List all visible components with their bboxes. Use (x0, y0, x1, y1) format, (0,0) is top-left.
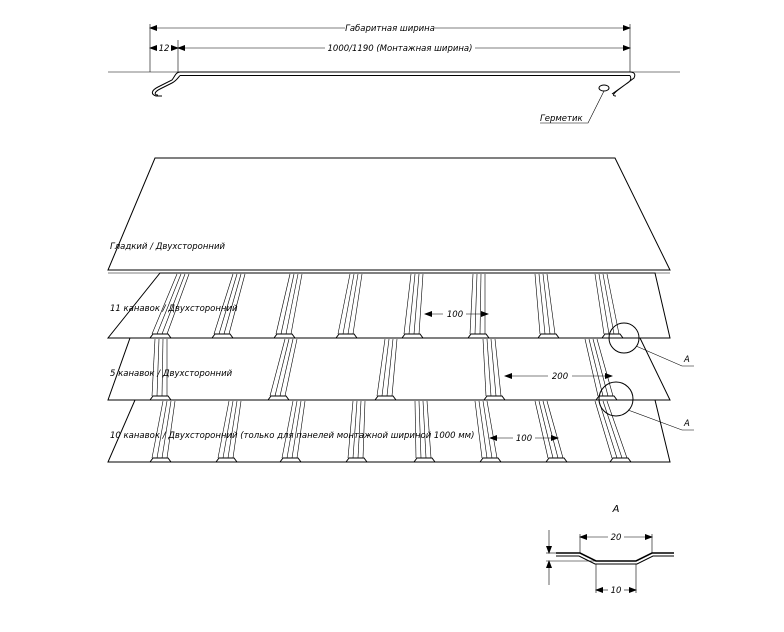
sheet-11-rib (594, 273, 624, 339)
sheet-11-rib (401, 273, 424, 339)
overall-width-label: Габаритная ширина (345, 24, 435, 34)
sheet-5-rib (149, 338, 172, 401)
sheet-5-rib (584, 338, 618, 401)
callout-circle-lower (598, 381, 634, 417)
detail-callouts: A A (598, 322, 694, 431)
sheet-5-rib (374, 338, 398, 401)
sheet-11-grooves-ribs (149, 273, 624, 339)
sheet-11-grooves-label: 11 канавок / Двухсторонний (110, 304, 238, 314)
sheet-10-rib (345, 400, 368, 463)
sheet-11-grooves (106, 272, 671, 339)
sheet-10-grooves-ribs (149, 400, 632, 463)
sheet-11-rib (211, 273, 246, 339)
sheet-5-grooves (107, 337, 671, 401)
sealant-shape (598, 84, 610, 92)
sheet-11-rib (149, 273, 190, 339)
sheet-10-rib (474, 400, 502, 463)
sheets-stack: Гладкий / Двухсторонний 11 канавок / Дву… (106, 157, 671, 463)
sheet-5-grooves-label: 5 канавок / Двухсторонний (110, 369, 233, 379)
detail-a-groove-profile (556, 552, 674, 562)
sheet-10-rib (413, 400, 436, 463)
sheet-11-rib (534, 273, 560, 339)
callout-label-upper: A (683, 355, 690, 365)
sheet-10-rib (594, 400, 632, 463)
sheet-5-pitch-label: 200 (552, 372, 568, 382)
sealant-label: Герметик (540, 114, 583, 124)
detail-a-groove-profile-inner (556, 555, 674, 565)
sheet-5-rib (267, 338, 298, 401)
callout-leader-lower (627, 409, 694, 431)
callout-circle-upper (608, 322, 640, 354)
sheet-smooth-label: Гладкий / Двухсторонний (110, 242, 225, 252)
sheet-11-rib (335, 273, 363, 339)
sheet-10-rib (215, 400, 242, 463)
sheet-11-pitch-label: 100 (447, 310, 463, 320)
detail-a-title: A (612, 504, 620, 515)
sheet-11-rib (467, 273, 490, 339)
sheet-10-rib (279, 400, 306, 463)
sheet-5-rib (482, 338, 506, 401)
sheet-10-pitch-label: 100 (516, 434, 532, 444)
detail-a-bottom-width-label: 10 (611, 586, 622, 596)
detail-a-top-width-label: 20 (611, 533, 622, 543)
lock-offset-label: 12 (159, 44, 170, 54)
detail-a-section: A 20 10 (546, 504, 674, 596)
panel-profile-shape (151, 71, 636, 97)
mounting-width-label: 1000/1190 (Монтажная ширина) (328, 44, 473, 54)
sheet-10-grooves (107, 399, 671, 463)
callout-label-lower: A (683, 419, 690, 429)
callout-leader-upper (635, 345, 694, 367)
sheet-10-rib (149, 400, 176, 463)
sealant-leader (540, 90, 605, 124)
sheet-10-rib (534, 400, 568, 463)
top-profile-section: Габаритная ширина 12 1000/1190 (Монтажна… (108, 24, 680, 124)
sheet-5-grooves-ribs (149, 338, 618, 401)
sheet-11-rib (273, 273, 303, 339)
sheet-10-grooves-label: 10 канавок / Двухсторонний (только для п… (110, 431, 474, 441)
sheet-smooth (107, 157, 671, 271)
